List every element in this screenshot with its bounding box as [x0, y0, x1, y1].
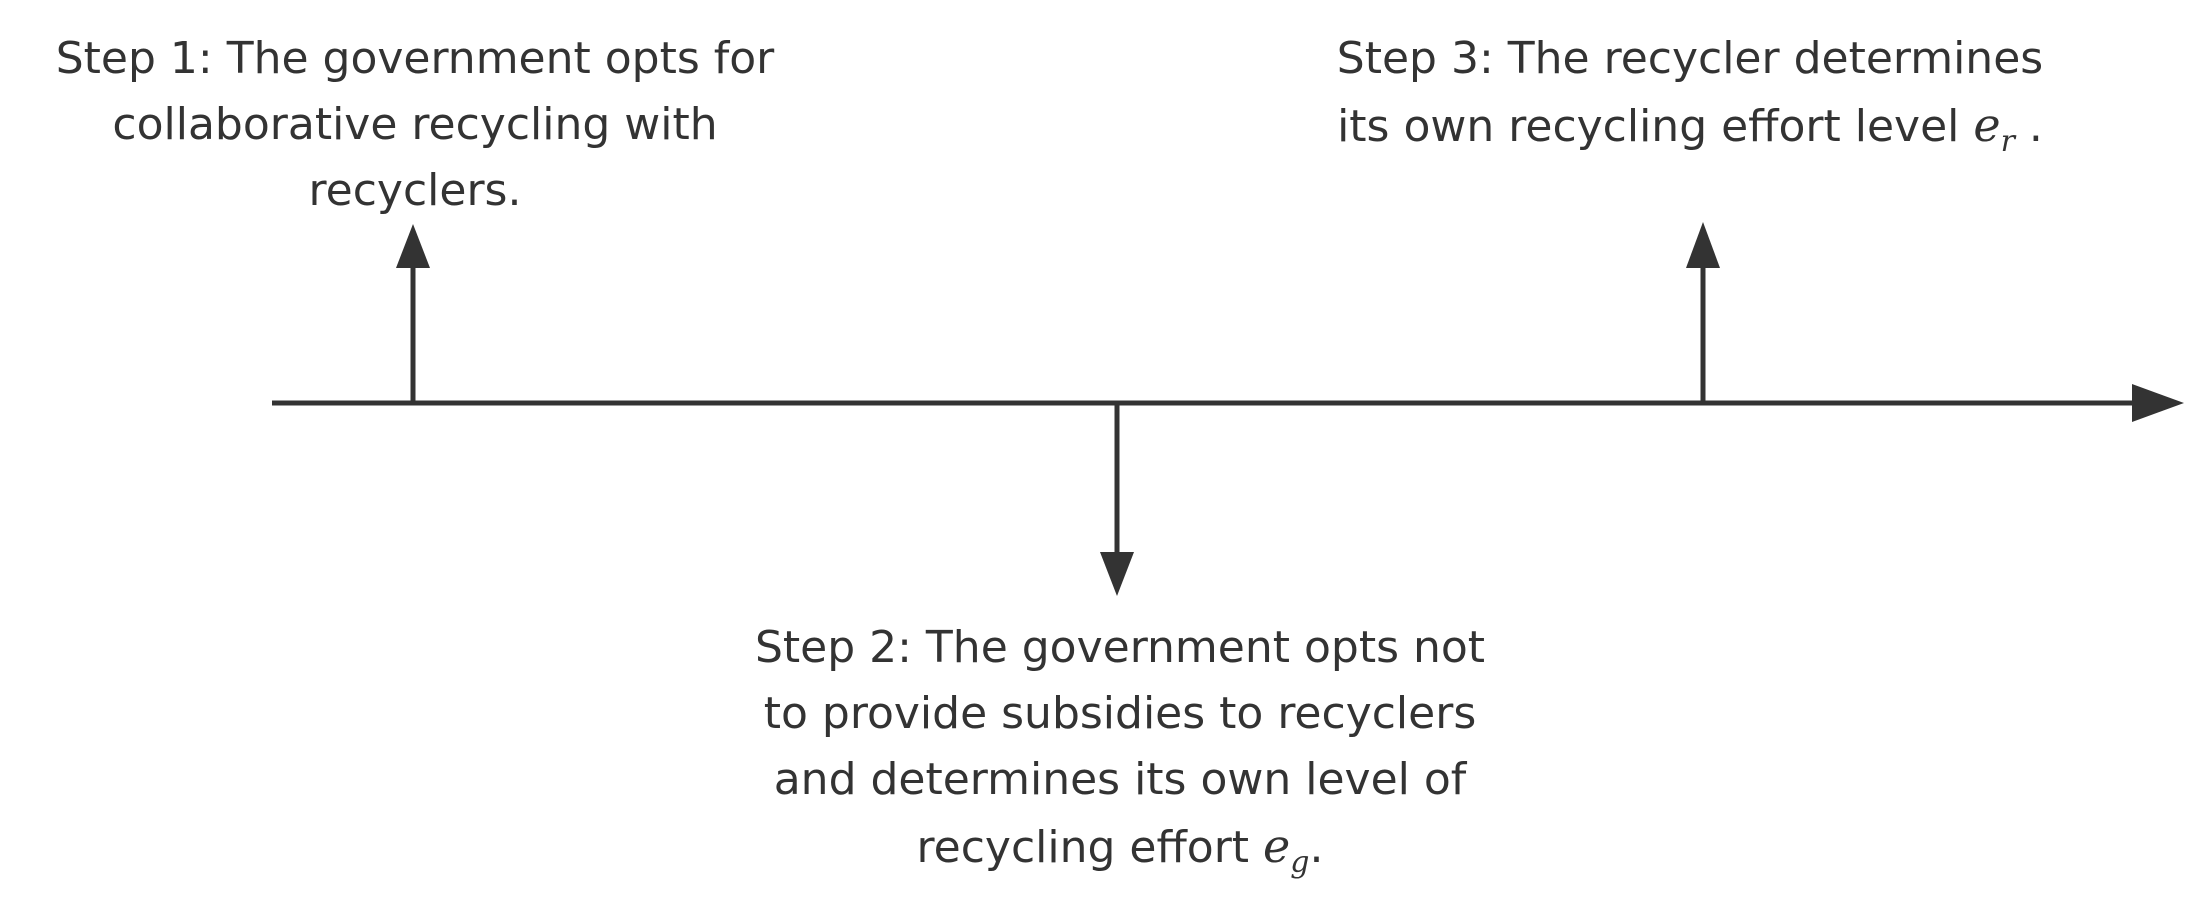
step2-effort-variable: eg — [1263, 819, 1309, 878]
step2-line-4: recycling effort eg. — [710, 813, 1530, 881]
timeline-arrowhead — [2132, 384, 2184, 422]
step3-effort-variable: er — [1973, 98, 2015, 157]
step3-label: Step 3: The recycler determines its own … — [1295, 26, 2085, 160]
step2-label: Step 2: The government opts not to provi… — [710, 615, 1530, 881]
step3-line-2: its own recycling effort level er . — [1295, 92, 2085, 160]
step3-arrowhead — [1686, 222, 1720, 268]
step3-line-1: Step 3: The recycler determines — [1336, 33, 2044, 84]
step2-var-base: e — [1263, 819, 1291, 873]
step1-arrowhead — [396, 224, 430, 268]
step1-line-3: recyclers. — [308, 165, 522, 216]
step2-var-suffix: . — [1309, 822, 1324, 873]
step2-line-2: to provide subsidies to recyclers — [763, 688, 1477, 739]
step2-line-4-text: recycling effort — [916, 822, 1264, 873]
step3-line-2-text: its own recycling effort level — [1337, 101, 1974, 152]
step1-line-1: Step 1: The government opts for — [55, 33, 775, 84]
step3-var-suffix: . — [2014, 101, 2043, 152]
step2-line-3: and determines its own level of — [773, 754, 1467, 805]
step3-var-sub: r — [2000, 124, 2015, 159]
step1-line-2: collaborative recycling with — [112, 99, 718, 150]
step1-label: Step 1: The government opts for collabor… — [0, 26, 830, 224]
step2-var-sub: g — [1290, 845, 1310, 880]
step2-arrowhead — [1100, 552, 1134, 596]
step2-line-1: Step 2: The government opts not — [754, 622, 1486, 673]
step3-var-base: e — [1973, 98, 2001, 152]
